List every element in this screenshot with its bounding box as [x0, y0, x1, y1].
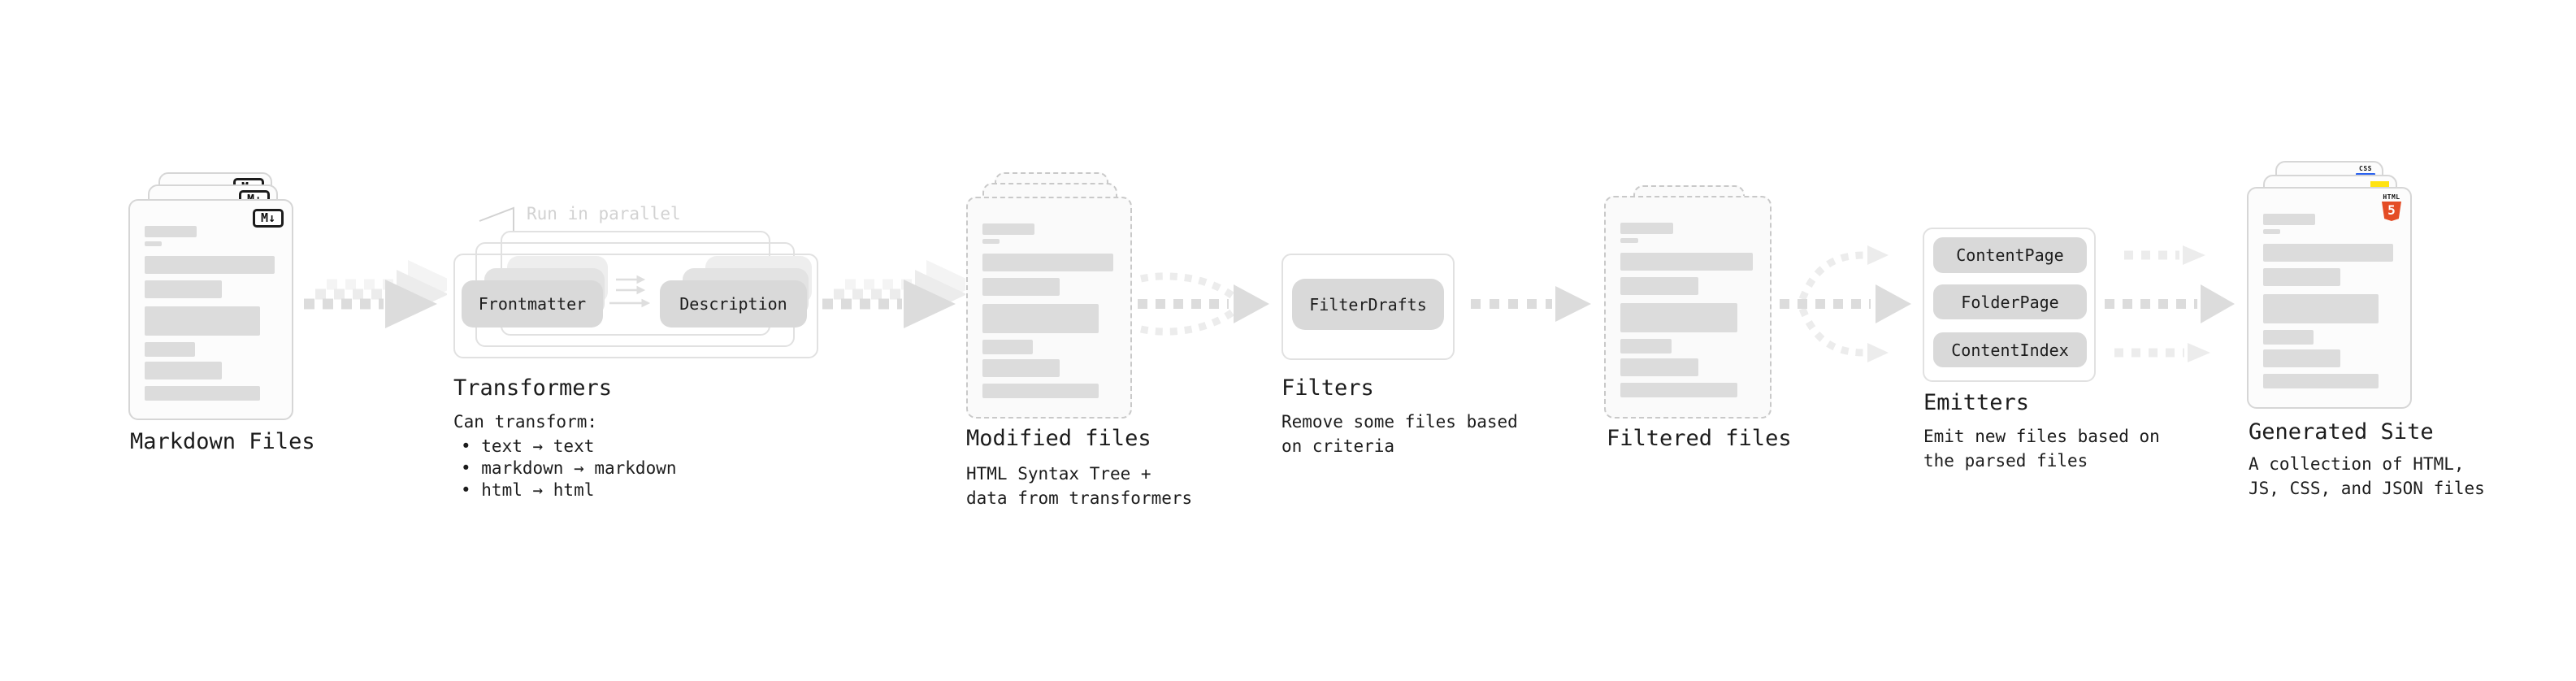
stage-label-markdown-files: Markdown Files	[130, 429, 315, 454]
annotation-callout-line	[479, 206, 514, 231]
placeholder-bar	[1620, 383, 1738, 397]
placeholder-bar	[2263, 268, 2340, 286]
document-front: M↓	[128, 199, 293, 420]
stage-label-filters: Filters	[1281, 375, 1374, 401]
node-label: FilterDrafts	[1309, 294, 1427, 314]
document-front	[966, 197, 1132, 419]
markdown-icon: M↓	[253, 209, 284, 228]
node-label: Frontmatter	[478, 294, 587, 314]
stage-label-emitters: Emitters	[1923, 390, 2030, 415]
placeholder-bar	[145, 256, 275, 274]
filters-box	[1281, 254, 1455, 360]
placeholder-bar	[2263, 349, 2340, 367]
transformer-node-frontmatter: Frontmatter	[462, 280, 603, 327]
markdown-badge-text: M↓	[260, 210, 276, 225]
flow-arrow-merge	[1138, 272, 1269, 336]
stage-description: Can transform: • text → text • markdown …	[453, 411, 677, 501]
placeholder-bar	[982, 278, 1060, 296]
placeholder-bar	[1620, 223, 1673, 234]
flow-arrow-stacked	[822, 260, 965, 328]
placeholder-bar	[1620, 253, 1753, 271]
placeholder-bar	[1620, 277, 1699, 295]
stage-label-transformers: Transformers	[453, 375, 613, 401]
document-content-placeholder	[1620, 197, 1755, 417]
node-label: Description	[679, 294, 787, 314]
description-line: Remove some files based	[1281, 412, 1518, 432]
placeholder-bar	[982, 239, 1000, 244]
css-icon-text: CSS	[2359, 165, 2372, 172]
placeholder-bar	[982, 223, 1034, 235]
emitter-node-contentindex: ContentIndex	[1933, 332, 2087, 367]
placeholder-bar	[982, 359, 1060, 377]
placeholder-bar	[1620, 303, 1738, 332]
flow-arrow-stacked	[304, 260, 447, 328]
html5-icon-shield: 5	[2382, 202, 2401, 221]
parallel-arrows-icon	[609, 275, 651, 308]
stage-label-generated-site: Generated Site	[2249, 419, 2434, 445]
stage-description: A collection of HTML, JS, CSS, and JSON …	[2249, 453, 2485, 500]
placeholder-bar	[2263, 330, 2314, 345]
transformer-node-description: Description	[660, 280, 807, 327]
placeholder-bar	[2263, 294, 2379, 323]
placeholder-bar	[982, 254, 1113, 271]
document-content-placeholder	[2263, 189, 2396, 407]
stage-label-filtered-files: Filtered files	[1607, 426, 1792, 451]
placeholder-bar	[145, 280, 222, 298]
stage-description: HTML Syntax Tree + data from transformer…	[966, 463, 1192, 510]
node-label: ContentPage	[1956, 245, 2064, 265]
placeholder-bar	[1620, 238, 1638, 243]
html5-icon: HTML 5	[2381, 193, 2402, 221]
placeholder-bar	[2263, 229, 2281, 234]
emitter-node-folderpage: FolderPage	[1933, 284, 2087, 319]
html5-icon-text: HTML	[2383, 193, 2400, 201]
placeholder-bar	[145, 362, 222, 380]
placeholder-bar	[982, 340, 1034, 354]
stage-description: Emit new files based on the parsed files	[1923, 426, 2160, 472]
placeholder-bar	[2263, 214, 2315, 225]
flow-arrow-diverge	[1780, 245, 1911, 362]
node-label: FolderPage	[1961, 292, 2059, 312]
placeholder-bar	[1620, 339, 1672, 354]
placeholder-bar	[145, 226, 197, 237]
description-line: data from transformers	[966, 488, 1193, 508]
stage-label-modified-files: Modified files	[966, 426, 1151, 451]
emitters-box	[1923, 228, 2096, 382]
description-line: JS, CSS, and JSON files	[2249, 479, 2485, 498]
flow-arrow-triple	[2105, 245, 2235, 362]
placeholder-bar	[1620, 358, 1699, 376]
placeholder-bar	[145, 386, 260, 401]
document-content-placeholder	[145, 201, 277, 419]
filter-node-filterdrafts: FilterDrafts	[1292, 279, 1444, 330]
transformers-box	[453, 254, 818, 358]
description-line: Can transform:	[453, 412, 598, 432]
run-in-parallel-annotation: Run in parallel	[527, 204, 681, 223]
placeholder-bar	[145, 342, 195, 357]
emitter-node-contentpage: ContentPage	[1933, 237, 2087, 273]
document-front	[1604, 196, 1772, 419]
placeholder-bar	[145, 241, 163, 246]
stage-description: Remove some files based on criteria	[1281, 411, 1518, 458]
description-line: A collection of HTML,	[2249, 454, 2465, 474]
description-line: • text → text	[461, 436, 595, 456]
description-line: the parsed files	[1923, 451, 2088, 471]
description-line: • html → html	[461, 480, 595, 500]
placeholder-bar	[2263, 374, 2379, 388]
flow-arrow-simple	[1471, 286, 1591, 322]
document-content-placeholder	[982, 198, 1116, 417]
placeholder-bar	[145, 306, 260, 336]
placeholder-bar	[982, 304, 1099, 333]
description-line: HTML Syntax Tree +	[966, 464, 1151, 484]
description-line: • markdown → markdown	[461, 458, 677, 478]
placeholder-bar	[2263, 244, 2393, 262]
node-label: ContentIndex	[1951, 340, 2069, 360]
description-line: on criteria	[1281, 436, 1395, 456]
document-front: HTML 5	[2247, 187, 2412, 409]
placeholder-bar	[982, 384, 1099, 398]
description-line: Emit new files based on	[1923, 427, 2160, 446]
